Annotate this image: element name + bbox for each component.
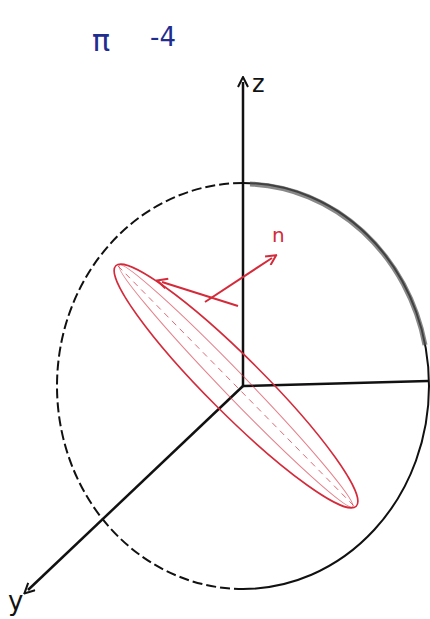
sphere-shading <box>250 184 425 345</box>
plane-ellipse <box>96 246 376 526</box>
z-axis <box>242 82 245 386</box>
angle-label: π <box>92 26 110 56</box>
axis-label: y <box>8 588 23 614</box>
angle-label: -4 <box>150 24 176 50</box>
sphere-outline <box>57 183 243 589</box>
axis-label: z <box>252 72 265 96</box>
direction-arrow <box>162 282 238 306</box>
sphere-outline <box>243 183 429 589</box>
y-axis <box>28 386 243 590</box>
plane-ellipse <box>111 257 362 515</box>
plane-diameter <box>118 266 354 506</box>
vector-label: n <box>272 225 285 245</box>
normal-vector <box>205 258 272 302</box>
